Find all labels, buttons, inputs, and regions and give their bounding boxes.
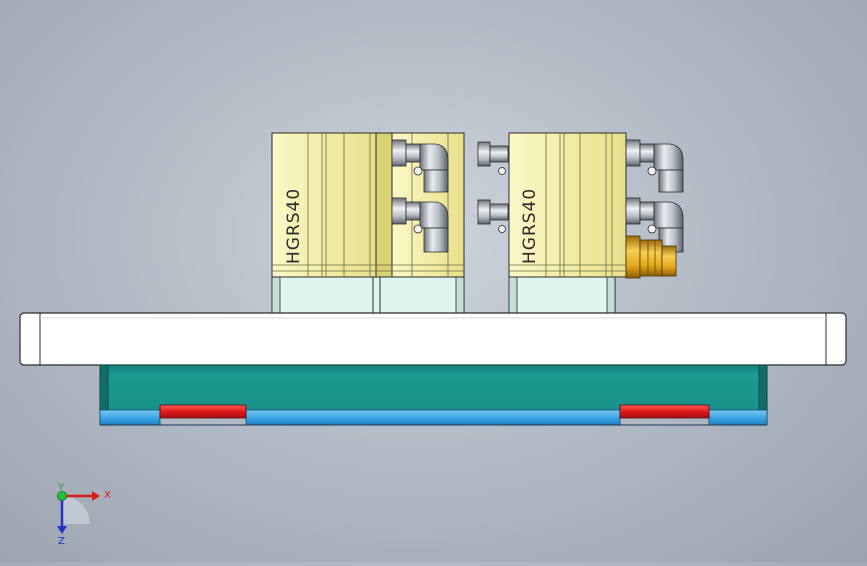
base-plate xyxy=(19,312,847,366)
red-pad-right xyxy=(619,404,710,419)
cylinder-1-elbow-fitting-bottom xyxy=(391,197,449,253)
cylinder-2-elbow-fitting-top xyxy=(625,139,684,193)
bottom-rail-assembly xyxy=(99,404,768,426)
cylinder-2: HGRS40 xyxy=(508,132,684,314)
z-axis-label: Z xyxy=(58,536,65,547)
blue-rail-left xyxy=(99,409,161,426)
cylinder-1-body xyxy=(271,132,377,278)
cylinder-2-body xyxy=(508,132,627,278)
cylinder-1: HGRS40 xyxy=(271,132,465,314)
y-axis-label: Y xyxy=(57,482,65,493)
y-axis-dot xyxy=(57,491,67,501)
cylinder-1-model-label: HGRS40 xyxy=(284,188,304,264)
x-axis-label: X xyxy=(104,490,111,501)
cylinder-1-elbow-fitting-top xyxy=(391,139,449,193)
blue-rail-center xyxy=(245,409,621,426)
center-connector-bottom xyxy=(477,199,509,233)
blue-rail-right xyxy=(708,409,768,426)
axis-triad: X Y Z xyxy=(57,482,111,547)
brass-fitting xyxy=(625,235,677,279)
cylinder-2-mount-block xyxy=(508,276,616,314)
red-pad-left xyxy=(159,404,247,419)
center-connector-top xyxy=(477,141,509,175)
cylinder-1-mount-block xyxy=(271,276,465,314)
cylinder-2-model-label: HGRS40 xyxy=(520,188,540,264)
